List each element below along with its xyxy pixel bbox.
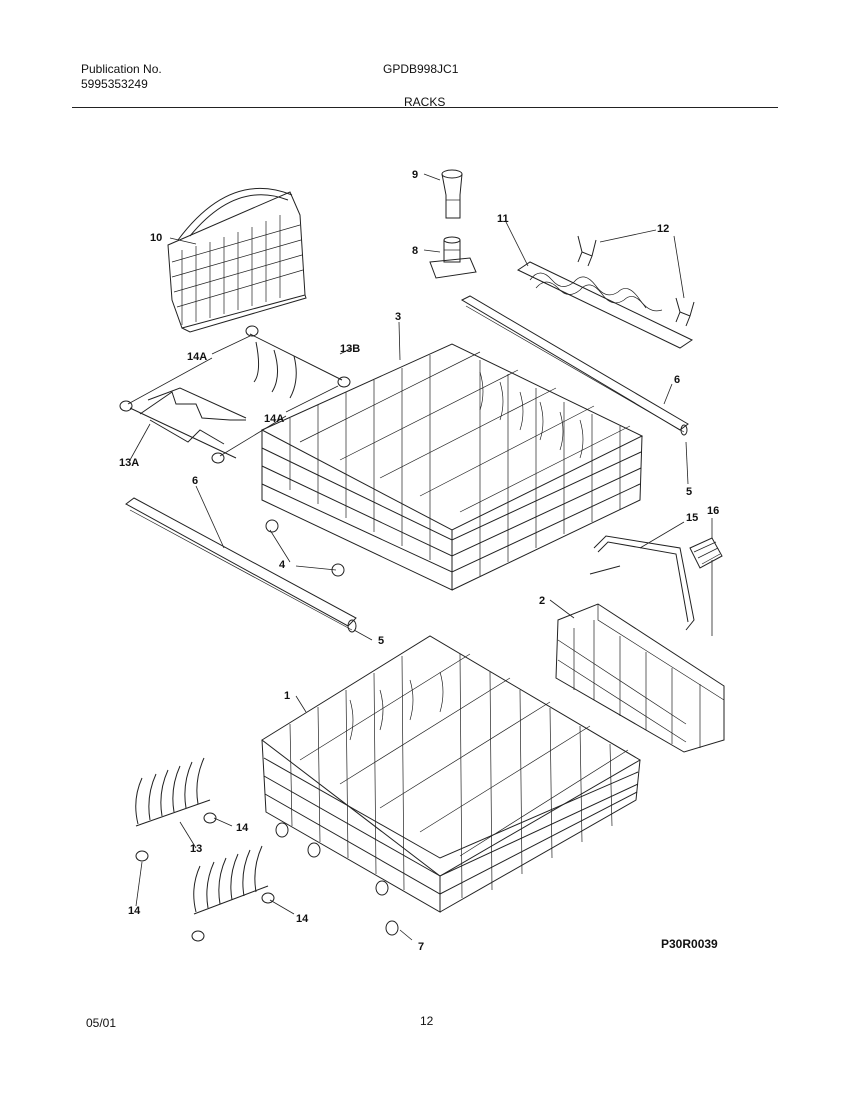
callout-14A-upper: 14A <box>187 351 207 363</box>
callout-6-right: 6 <box>674 374 680 386</box>
publication-number: 5995353249 <box>81 77 148 91</box>
header-divider <box>72 107 778 108</box>
publication-label: Publication No. <box>81 62 162 76</box>
clip-part-12a <box>577 235 597 267</box>
callout-12: 12 <box>657 223 669 235</box>
page-number: 12 <box>420 1014 434 1028</box>
folding-tine-part-13-lower <box>193 845 269 915</box>
callout-13A: 13A <box>119 457 139 469</box>
callout-9: 9 <box>412 169 418 181</box>
spray-nozzle-part-9 <box>441 169 463 219</box>
callout-7: 7 <box>418 941 424 953</box>
upper-rack-part-3 <box>260 343 644 591</box>
upper-rail-part-6-left <box>125 497 357 633</box>
tine-clips-part-14 <box>135 812 275 942</box>
callout-4: 4 <box>279 559 286 571</box>
wash-arm-bearing-part-8 <box>429 236 477 279</box>
diagram-code: P30R0039 <box>661 937 718 951</box>
cover-part-16 <box>689 537 723 569</box>
callout-5-right: 5 <box>686 486 692 498</box>
leader-lines <box>127 173 713 941</box>
callout-3: 3 <box>395 311 401 323</box>
callout-13: 13 <box>190 843 202 855</box>
footer-date: 05/01 <box>86 1016 117 1030</box>
cup-shelf-part-13A <box>119 387 247 464</box>
clip-part-12b <box>675 297 695 327</box>
callout-14-b: 14 <box>128 905 141 917</box>
callout-1: 1 <box>284 690 290 702</box>
basket-handle-part-15 <box>589 535 695 631</box>
folding-tine-part-13-upper <box>135 757 211 827</box>
callout-2: 2 <box>539 595 545 607</box>
callout-13B: 13B <box>340 343 360 355</box>
callout-6-left: 6 <box>192 475 198 487</box>
callout-10: 10 <box>150 232 162 244</box>
section-title: RACKS <box>404 95 446 109</box>
callout-15: 15 <box>686 512 698 524</box>
callout-11: 11 <box>497 213 509 225</box>
cup-shelf-part-13B <box>245 325 351 399</box>
model-number: GPDB998JC1 <box>383 62 459 76</box>
callout-16: 16 <box>707 505 719 517</box>
lower-rack-part-1 <box>261 635 641 936</box>
callout-14-c: 14 <box>296 913 309 925</box>
silverware-basket-part-10 <box>167 187 307 333</box>
callout-14-a: 14 <box>236 822 249 834</box>
small-basket-part-2 <box>555 560 725 753</box>
upper-rail-part-6-right <box>460 295 689 436</box>
callout-14A-lower: 14A <box>264 413 284 425</box>
callout-5-left: 5 <box>378 635 384 647</box>
wash-arm-part-11 <box>516 261 694 349</box>
callout-8: 8 <box>412 245 418 257</box>
